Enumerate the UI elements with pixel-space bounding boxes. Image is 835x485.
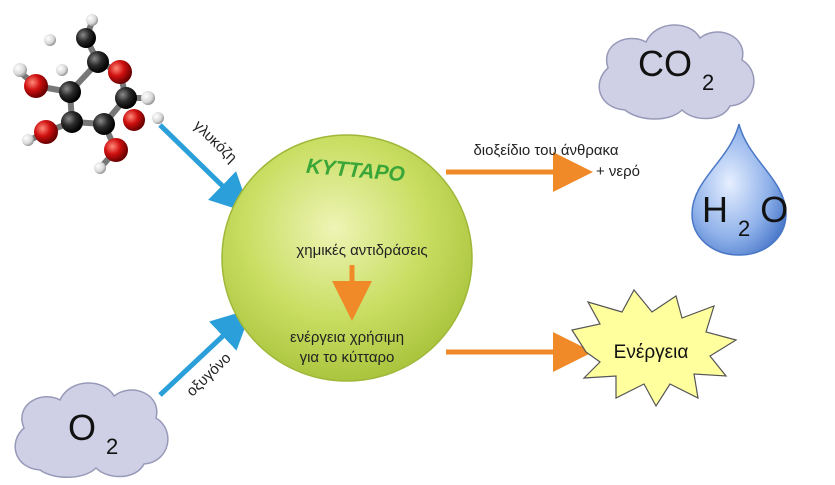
energy-text-line2: για το κύτταρο xyxy=(300,349,395,366)
oxygen-arrow xyxy=(158,308,252,397)
co2-water-line2: + νερό xyxy=(596,163,640,180)
glucose-arrow xyxy=(158,123,251,214)
oxygen-symbol: O xyxy=(68,407,96,448)
cloud-icon xyxy=(14,382,169,478)
oxygen-label: οξυγόνο xyxy=(183,350,234,400)
water-subscript: 2 xyxy=(738,216,750,241)
water-drop-icon xyxy=(691,123,787,256)
svg-text:H 2 O: H 2 O xyxy=(702,189,788,244)
co2-subscript: 2 xyxy=(702,70,714,95)
water-o: O xyxy=(760,189,788,230)
energy-burst: Ενέργεια xyxy=(571,288,738,408)
cloud-icon xyxy=(598,24,755,120)
co2-water-line1: διοξείδιο του άνθρακα xyxy=(473,142,618,159)
water-drop: H 2 O xyxy=(691,123,788,256)
starburst-icon xyxy=(571,288,738,408)
oxygen-subscript: 2 xyxy=(106,434,118,459)
energy-text-line1: ενέργεια χρήσιμη xyxy=(290,329,404,346)
svg-text:CO 2: CO 2 xyxy=(638,43,714,95)
svg-text:O 2: O 2 xyxy=(68,407,118,459)
co2-symbol: CO xyxy=(638,43,692,84)
water-h: H xyxy=(702,189,728,230)
oxygen-cloud: O 2 xyxy=(14,382,169,478)
cell-circle xyxy=(221,134,473,382)
glucose-molecule-icon xyxy=(13,14,164,174)
energy-burst-label: Ενέργεια xyxy=(614,342,689,363)
reactions-text: χημικές αντιδράσεις xyxy=(296,242,427,259)
co2-cloud: CO 2 xyxy=(598,24,755,120)
